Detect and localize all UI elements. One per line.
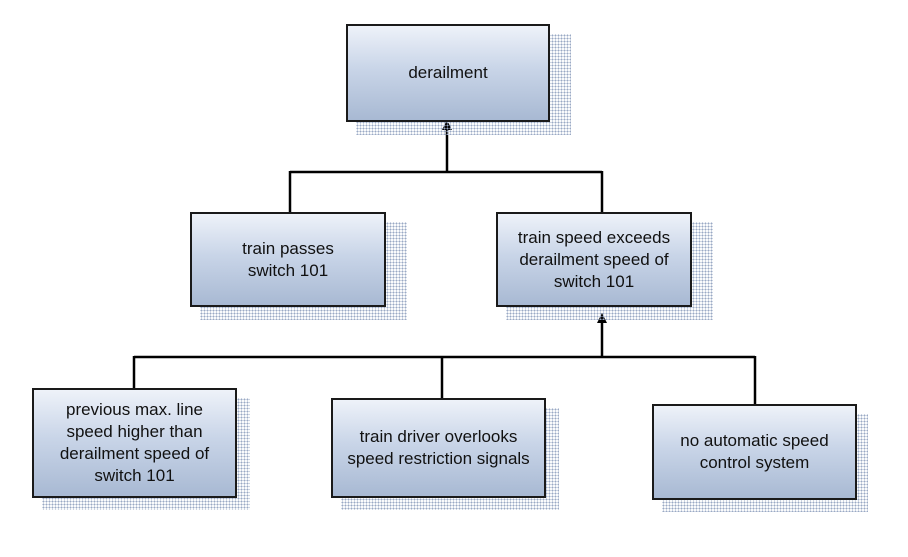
basic-event-label: previous max. line speed higher than der… xyxy=(59,400,210,485)
intermediate-event-label: train speed exceeds derailment speed of … xyxy=(517,227,671,291)
top-event-label: derailment xyxy=(408,63,488,82)
intermediate-event-box-train-passes: train passes switch 101 xyxy=(190,212,386,307)
intermediate-event-box-speed-exceeds: train speed exceeds derailment speed of … xyxy=(496,212,692,307)
intermediate-event-label: train passes switch 101 xyxy=(242,238,334,280)
basic-event-label: train driver overlooks speed restriction… xyxy=(347,427,530,468)
basic-event-box-no-speed-control: no automatic speed control system xyxy=(652,404,857,500)
basic-event-box-previous-line-speed: previous max. line speed higher than der… xyxy=(32,388,237,498)
basic-event-label: no automatic speed control system xyxy=(680,431,829,472)
basic-event-box-driver-overlooks: train driver overlooks speed restriction… xyxy=(331,398,546,498)
top-event-box: derailment xyxy=(346,24,550,122)
